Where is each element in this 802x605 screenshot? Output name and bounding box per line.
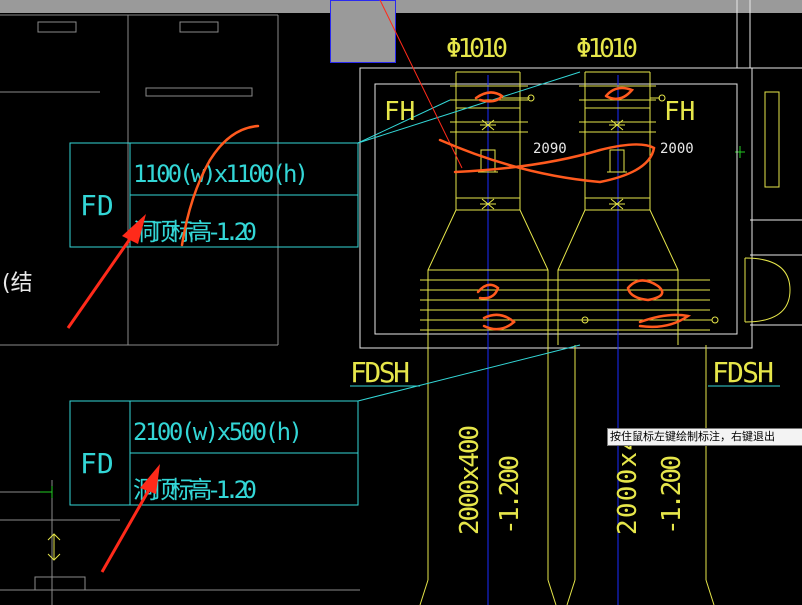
left-small-symbol [47, 533, 61, 561]
tag-box-2 [69, 344, 581, 506]
tag2-size: 2100(w)x500(h) [133, 418, 303, 446]
top-grey-band [0, 0, 802, 13]
duct-left-level: -1.200 [495, 455, 525, 535]
tag2-code: FD [80, 447, 114, 480]
duct-right-level: -1.200 [657, 455, 687, 535]
shaft-room-outline [359, 0, 802, 349]
tag1-code: FD [80, 189, 114, 222]
fh-right-label: FH [664, 97, 695, 127]
right-door-symbol [744, 91, 791, 323]
dim-left-label: 2090 [533, 141, 567, 157]
fdsh-right-label: FDSH [712, 356, 774, 389]
tag1-level: 洞顶标高-1.20 [133, 218, 257, 246]
red-arrow-2 [100, 464, 160, 573]
duct-left-size: 2000x400 [455, 425, 485, 535]
left-fan-assembly [419, 71, 589, 605]
orange-scribbles [180, 86, 692, 331]
structure-text: (结 [2, 271, 33, 296]
tag1-size: 1100(w)x1100(h) [133, 160, 309, 188]
dim-right-label: 2000 [660, 141, 694, 157]
red-arrow-1 [66, 214, 146, 329]
draw-hint-tooltip: 按住鼠标左键绘制标注，右键退出 [607, 428, 802, 446]
red-leader-line [379, 0, 463, 169]
duct-right-size: 2000x4 [613, 435, 643, 535]
left-room-outlines [0, 14, 360, 605]
fh-left-label: FH [384, 97, 415, 127]
tag-box-1 [69, 71, 581, 248]
fdsh-left-label: FDSH [350, 356, 410, 389]
fan-left-diameter: Φ1010 [446, 34, 508, 64]
fan-right-diameter: Φ1010 [576, 34, 638, 64]
duct-centerlines [487, 75, 619, 605]
